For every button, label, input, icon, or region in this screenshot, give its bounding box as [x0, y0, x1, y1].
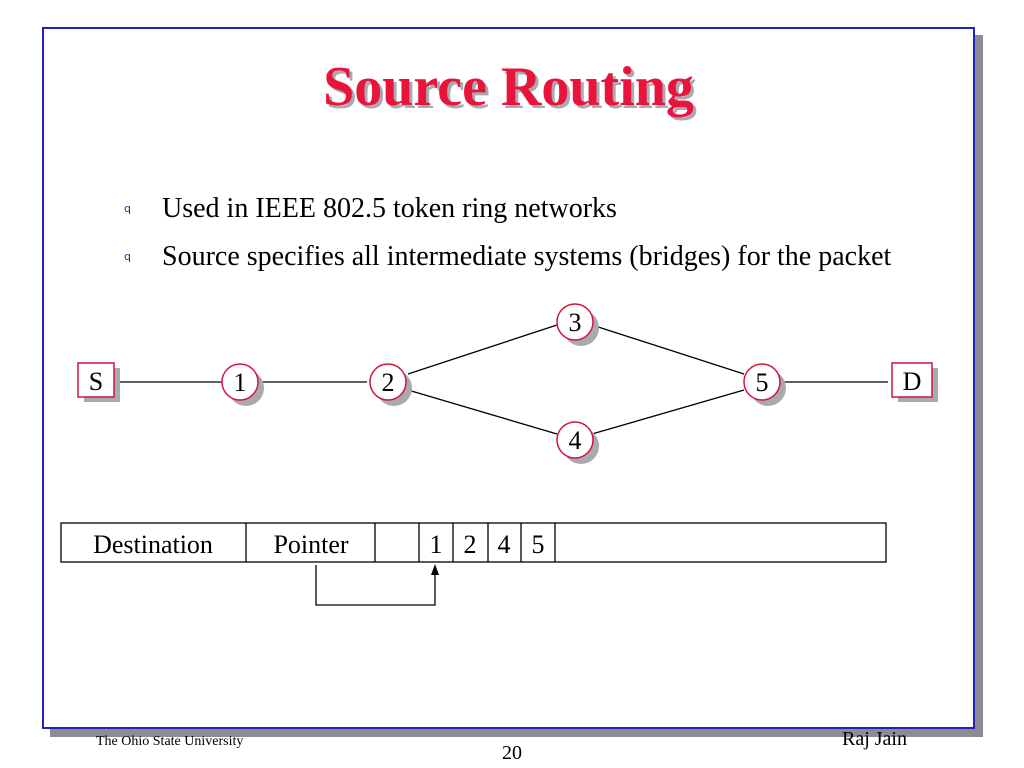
- bullet-marker-icon: q: [124, 250, 131, 263]
- bullet-marker-icon: q: [124, 202, 131, 215]
- bullet-text: Source specifies all intermediate system…: [162, 241, 892, 272]
- footer-organization: The Ohio State University: [96, 734, 244, 749]
- bullet-text: Used in IEEE 802.5 token ring networks: [162, 193, 617, 224]
- slide-title: Source Routing: [323, 56, 694, 118]
- footer-author: Raj Jain: [842, 728, 907, 750]
- page-number: 20: [502, 742, 522, 764]
- slide-frame: Source Routing q Used in IEEE 802.5 toke…: [42, 27, 975, 750]
